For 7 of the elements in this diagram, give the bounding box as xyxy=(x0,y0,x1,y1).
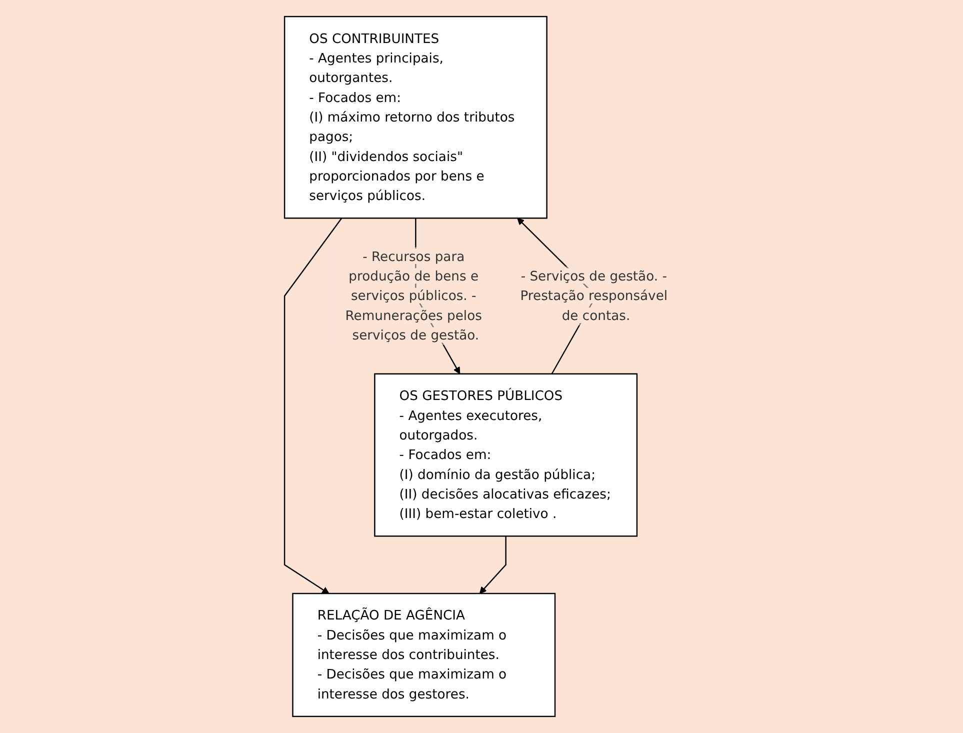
edge-label: - Serviços de gestão. - Prestação responsável de contas. xyxy=(520,268,668,324)
node-box: OS GESTORES PÚBLICOS - Agentes executores, outorgados. - Focados em: (I) domínio da gestão pública; (II) decisões alocativas eficazes; (III) bem-estar coletivo . xyxy=(374,373,638,537)
node-box: RELAÇÃO DE AGÊNCIA - Decisões que maximizam o interesse dos contribuintes. - Decisões que maximizam o interesse dos gestores. xyxy=(292,592,556,718)
arrow xyxy=(480,536,507,594)
edge-label: - Recursos para produção de bens e serviços públicos. - Remunerações pelos serviços de gestão. xyxy=(346,248,482,343)
arrow xyxy=(284,218,342,594)
node-box: OS CONTRIBUINTES - Agentes principais, outorgantes. - Focados em: (I) máximo retorno dos tributos pagos; (II) "dividendos sociais" proporcionados por bens e serviços públicos. xyxy=(284,16,548,219)
